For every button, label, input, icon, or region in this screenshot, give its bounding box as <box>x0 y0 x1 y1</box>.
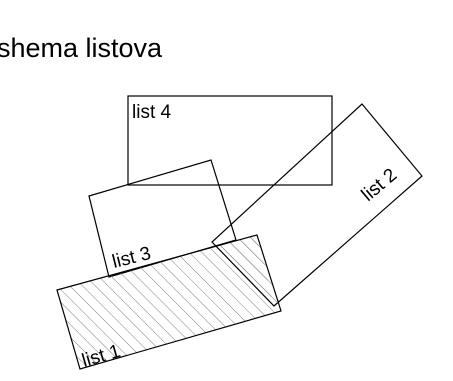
diagram-title: shema listova <box>0 33 163 63</box>
sheet-list-1: list 1 <box>56 234 282 372</box>
sheet-list-4: list 4 <box>127 95 333 186</box>
sheet-label-list-4: list 4 <box>132 102 172 123</box>
